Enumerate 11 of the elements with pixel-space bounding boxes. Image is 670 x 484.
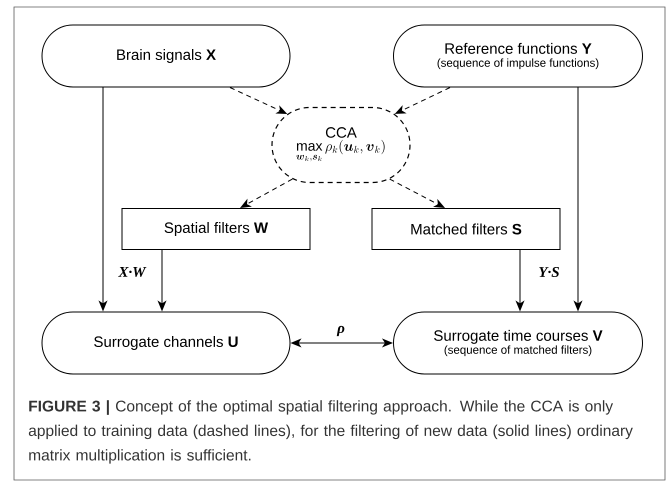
process-box: Spatial filters W [122,208,310,250]
edge-label: ρ [336,324,346,338]
caption: FIGURE 3 | Concept of the optimal spatial filtering approach. While the CCA is only applied to training data (dashed lines), for the filtering of new data (solid lines) ordinary matrix multiplication is sufficient. [28,400,633,464]
rounded-box: Surrogate channels U [42,312,290,374]
rounded-box: Brain signals X [42,24,290,88]
edge-label: X·W [117,266,147,278]
edge-label: Y·S [537,266,561,278]
process-box: Matched filters S [372,208,560,250]
dashed-rounded-box: CCA $\max\limits_{\boldsymbol{w}_k,\boldsymbol{s}_k} \rho_k(\boldsymbol{u}_k,\boldsymbol{v}_k)$ [271,106,411,184]
rounded-box: Surrogate time courses V (sequence of matched filters) [393,312,643,374]
rounded-box: Reference functions Y (sequence of impulse functions) [393,24,643,88]
